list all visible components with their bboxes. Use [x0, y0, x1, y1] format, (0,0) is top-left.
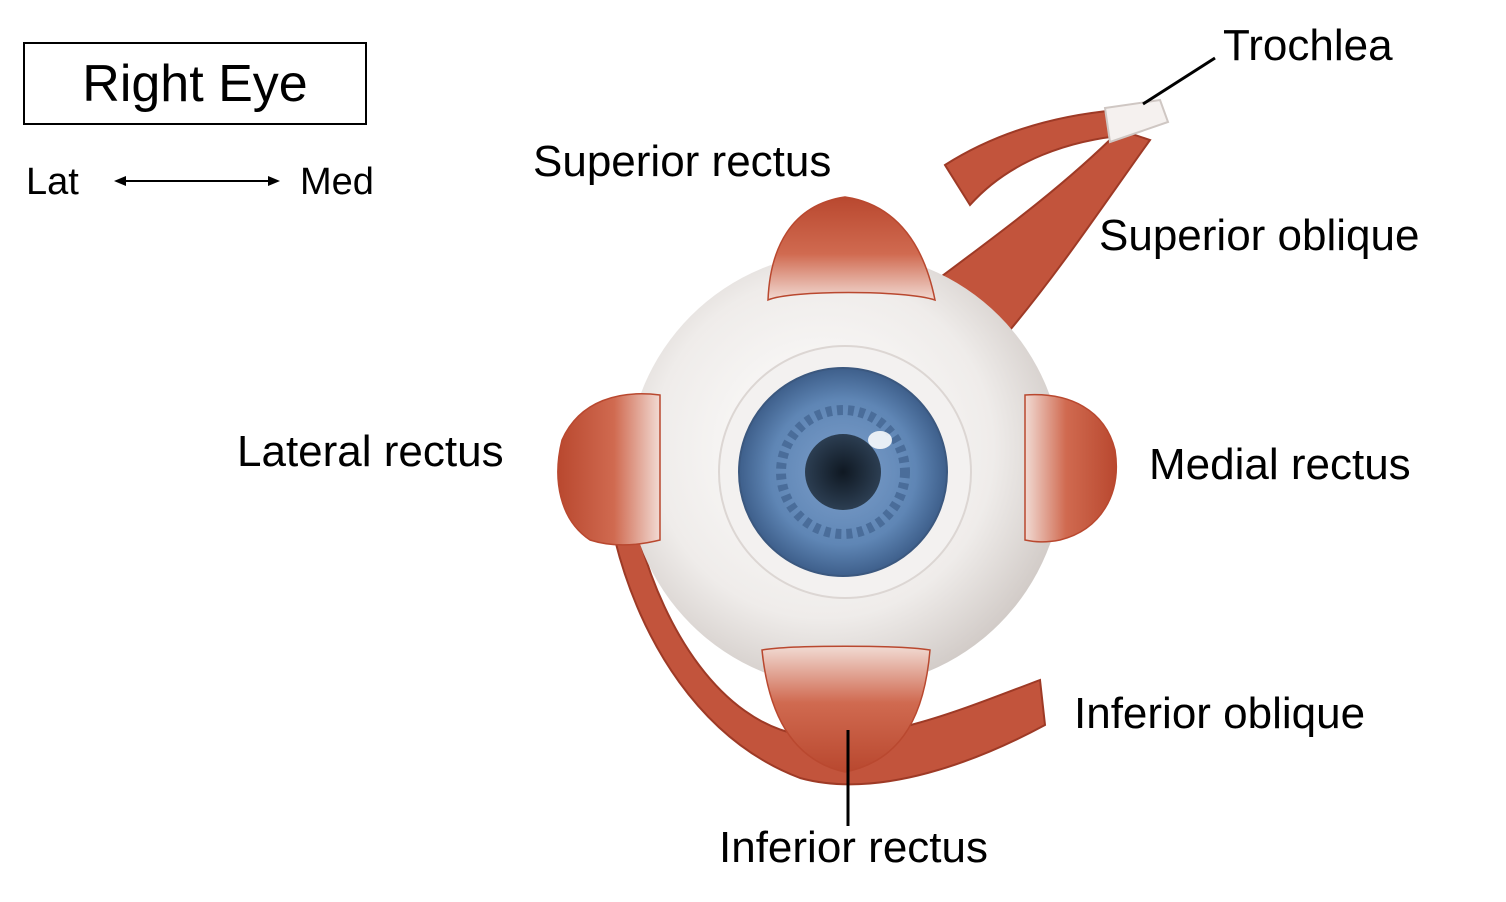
superior-oblique-muscle [928, 128, 1152, 332]
pupil [805, 434, 881, 510]
superior-rectus-muscle [767, 196, 936, 302]
medial-rectus-muscle [1024, 393, 1117, 543]
inferior-oblique-muscle [613, 539, 1047, 786]
lateral-rectus-label: Lateral rectus [237, 427, 504, 476]
eye-highlight [868, 431, 892, 449]
trochlea-label: Trochlea [1223, 21, 1393, 70]
superior-oblique-label: Superior oblique [1099, 211, 1420, 260]
arrow-head-right-icon [268, 176, 280, 186]
page-title: Right Eye [82, 54, 308, 113]
trochlea-structure [1103, 98, 1170, 144]
medial-direction-label: Med [300, 161, 374, 203]
iris-inner-ring [776, 405, 910, 539]
trochlea-leader-line [1142, 56, 1216, 106]
lateral-direction-label: Lat [26, 161, 79, 203]
arrow-head-left-icon [114, 176, 126, 186]
inferior-oblique-label: Inferior oblique [1074, 689, 1366, 738]
inferior-rectus-muscle [761, 645, 931, 773]
inferior-rectus-label: Inferior rectus [719, 823, 988, 872]
superior-rectus-label: Superior rectus [533, 137, 832, 186]
medial-rectus-label: Medial rectus [1149, 440, 1411, 489]
title-box: Right Eye [23, 42, 367, 125]
lateral-rectus-muscle [557, 393, 661, 546]
